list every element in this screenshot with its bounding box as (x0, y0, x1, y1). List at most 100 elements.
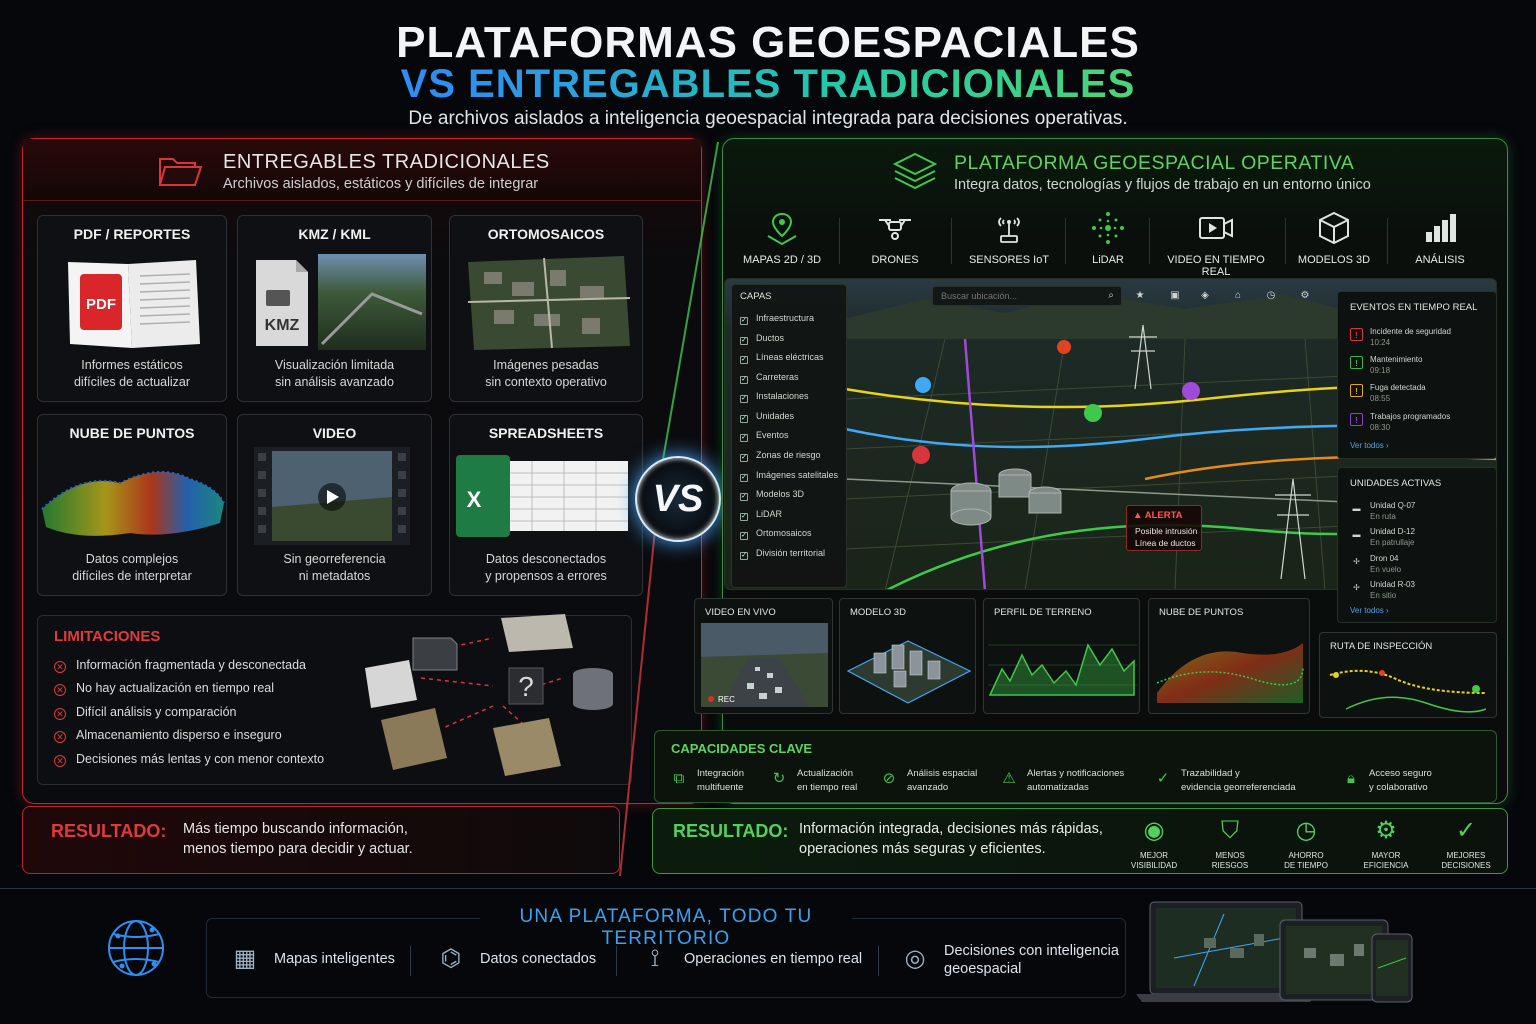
units-see-all-link[interactable]: Ver todos › (1350, 606, 1389, 615)
svg-text:KMZ: KMZ (265, 317, 300, 334)
live-video-preview: REC (701, 623, 828, 707)
layer-toggle[interactable]: ✓Infraestructura (740, 313, 815, 325)
layer-toggle[interactable]: ✓Ductos (740, 333, 785, 345)
pdf-file-icon: PDF (68, 260, 200, 348)
layer-toggle[interactable]: ✓Modelos 3D (740, 489, 805, 501)
header: PLATAFORMAS GEOESPACIALES VS ENTREGABLES… (0, 0, 1536, 135)
search-icon[interactable]: ⌕ (1108, 290, 1114, 301)
video-film-icon (254, 447, 410, 545)
map-check-icon: ✓ (1156, 770, 1170, 787)
layer-toggle[interactable]: ✓Unidades (740, 411, 795, 423)
svg-text:X: X (467, 487, 482, 512)
map-pin-icon (767, 212, 797, 246)
thumb-point-cloud[interactable]: NUBE DE PUNTOS (1148, 598, 1310, 714)
tech-item-video: VIDEO EN TIEMPO REAL (1153, 202, 1279, 278)
eye-icon: ◉ (1143, 817, 1165, 844)
folder-icon (158, 158, 203, 186)
clock-toolbar-icon[interactable]: ◷ (1266, 290, 1276, 301)
lock-icon: 🔒︎ (1347, 770, 1355, 787)
page-title: PLATAFORMAS GEOESPACIALES (396, 18, 1140, 67)
events-see-all-link[interactable]: Ver todos › (1350, 441, 1389, 450)
thumb-live-video[interactable]: VIDEO EN VIVO REC (694, 598, 833, 714)
building-icon[interactable]: ⌂ (1234, 290, 1242, 301)
layer-toggle[interactable]: ✓Eventos (740, 430, 789, 442)
x-circle-icon: ✕ (54, 684, 66, 696)
tech-item-lidar: LiDAR (1073, 202, 1143, 274)
drone-icon (879, 219, 911, 240)
layer-toggle[interactable]: ✓Imágenes satelitales (740, 470, 839, 482)
car-icon: ▬ (1352, 530, 1361, 539)
layer-toggle[interactable]: ✓Zonas de riesgo (740, 450, 821, 462)
kmz-file-icon: KMZ (256, 254, 426, 350)
x-circle-icon: ✕ (54, 755, 66, 767)
tech-item-iot: SENSORES IoT (959, 202, 1059, 274)
events-title: EVENTOS EN TIEMPO REAL (1350, 302, 1478, 313)
platform-subtitle: Integra datos, tecnologías y flujos de t… (954, 177, 1371, 193)
tech-item-drones: DRONES (845, 202, 945, 274)
point-cloud-preview (1156, 643, 1304, 703)
layer-toggle[interactable]: ✓División territorial (740, 548, 826, 560)
inspection-route-map (1329, 669, 1487, 713)
tech-item-maps: MAPAS 2D / 3D (733, 202, 831, 274)
result-text: Más tiempo buscando información,menos ti… (183, 821, 413, 857)
traditional-title: ENTREGABLES TRADICIONALES (223, 151, 550, 173)
shield-check-icon: ⛉ (1221, 817, 1239, 844)
thumb-3d-model[interactable]: MODELO 3D (839, 598, 976, 714)
limitations-box: LIMITACIONES ✕Información fragmentada y … (37, 614, 632, 785)
layer-toggle[interactable]: ✓Ortomosaicos (740, 528, 812, 540)
layers-toolbar-icon[interactable]: ◈ (1201, 290, 1209, 301)
layer-toggle[interactable]: ✓Instalaciones (740, 391, 809, 403)
drone-icon: ✢ (1353, 557, 1360, 566)
gear-icon: ⚙ (1375, 817, 1397, 844)
layer-toggle[interactable]: ✓LiDAR (740, 509, 783, 521)
card-title: SPREADSHEETS (488, 425, 604, 441)
thumb-terrain-profile[interactable]: PERFIL DE TERRENO (983, 598, 1140, 714)
warning-icon: ⚠ (1002, 770, 1016, 787)
star-icon[interactable]: ★ (1135, 290, 1145, 301)
clock-icon: ◷ (1295, 817, 1317, 844)
terrain-profile-chart (988, 643, 1137, 696)
x-circle-icon: ✕ (54, 731, 66, 743)
layer-toggle[interactable]: ✓Carreteras (740, 372, 799, 384)
orthomosaic-icon (467, 256, 631, 350)
location-search-input[interactable] (932, 286, 1122, 306)
warning-icon: ▲ (1133, 510, 1145, 521)
limitation-item: ✕Almacenamiento disperso e inseguro (54, 728, 282, 743)
layer-toggle[interactable]: ✓Líneas eléctricas (740, 352, 824, 364)
settings-icon[interactable]: ⚙ (1300, 290, 1310, 301)
platform-title: PLATAFORMA GEOESPACIAL OPERATIVA (954, 152, 1355, 174)
vs-badge: VS (635, 456, 721, 542)
check-circle-icon: ✓ (1455, 817, 1477, 844)
capabilities-title: CAPACIDADES CLAVE (671, 741, 813, 756)
iot-sensor-icon (998, 217, 1020, 243)
result-text: Información integrada, decisiones más rá… (799, 821, 1103, 857)
image-icon[interactable]: ▣ (1170, 290, 1180, 301)
thumb-inspection-route[interactable]: RUTA DE INSPECCIÓN (1319, 632, 1497, 718)
drone-icon: ✢ (1353, 583, 1360, 592)
card-title: VIDEO (312, 425, 357, 441)
scattered-files-illustration: ? (365, 614, 613, 776)
refresh-clock-icon: ↻ (772, 770, 786, 787)
layers-panel: CAPAS ✓Infraestructura ✓Ductos ✓Líneas e… (731, 284, 847, 588)
